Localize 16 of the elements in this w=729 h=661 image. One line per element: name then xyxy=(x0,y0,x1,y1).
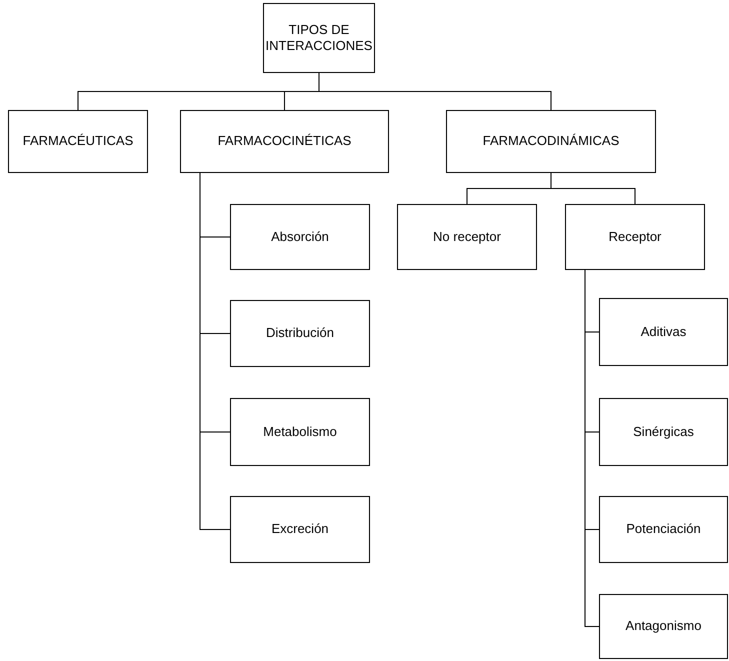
connector-line xyxy=(550,172,636,204)
category-box: Receptor xyxy=(565,204,705,270)
category-box: Distribución xyxy=(230,300,370,367)
category-box: Sinérgicas xyxy=(599,398,728,466)
category-box: FARMACÉUTICAS xyxy=(8,110,148,173)
category-box: TIPOS DE INTERACCIONES xyxy=(263,3,375,73)
category-box: Antagonismo xyxy=(599,594,728,659)
category-box: Potenciación xyxy=(599,496,728,563)
category-box: Excreción xyxy=(230,496,370,563)
category-box: Metabolismo xyxy=(230,398,370,466)
category-box: No receptor xyxy=(397,204,537,270)
category-box: Absorción xyxy=(230,204,370,270)
category-box: FARMACODINÁMICAS xyxy=(446,110,656,173)
category-box: FARMACOCINÉTICAS xyxy=(180,110,389,173)
connector-line xyxy=(318,72,552,110)
category-box: Aditivas xyxy=(599,298,728,366)
